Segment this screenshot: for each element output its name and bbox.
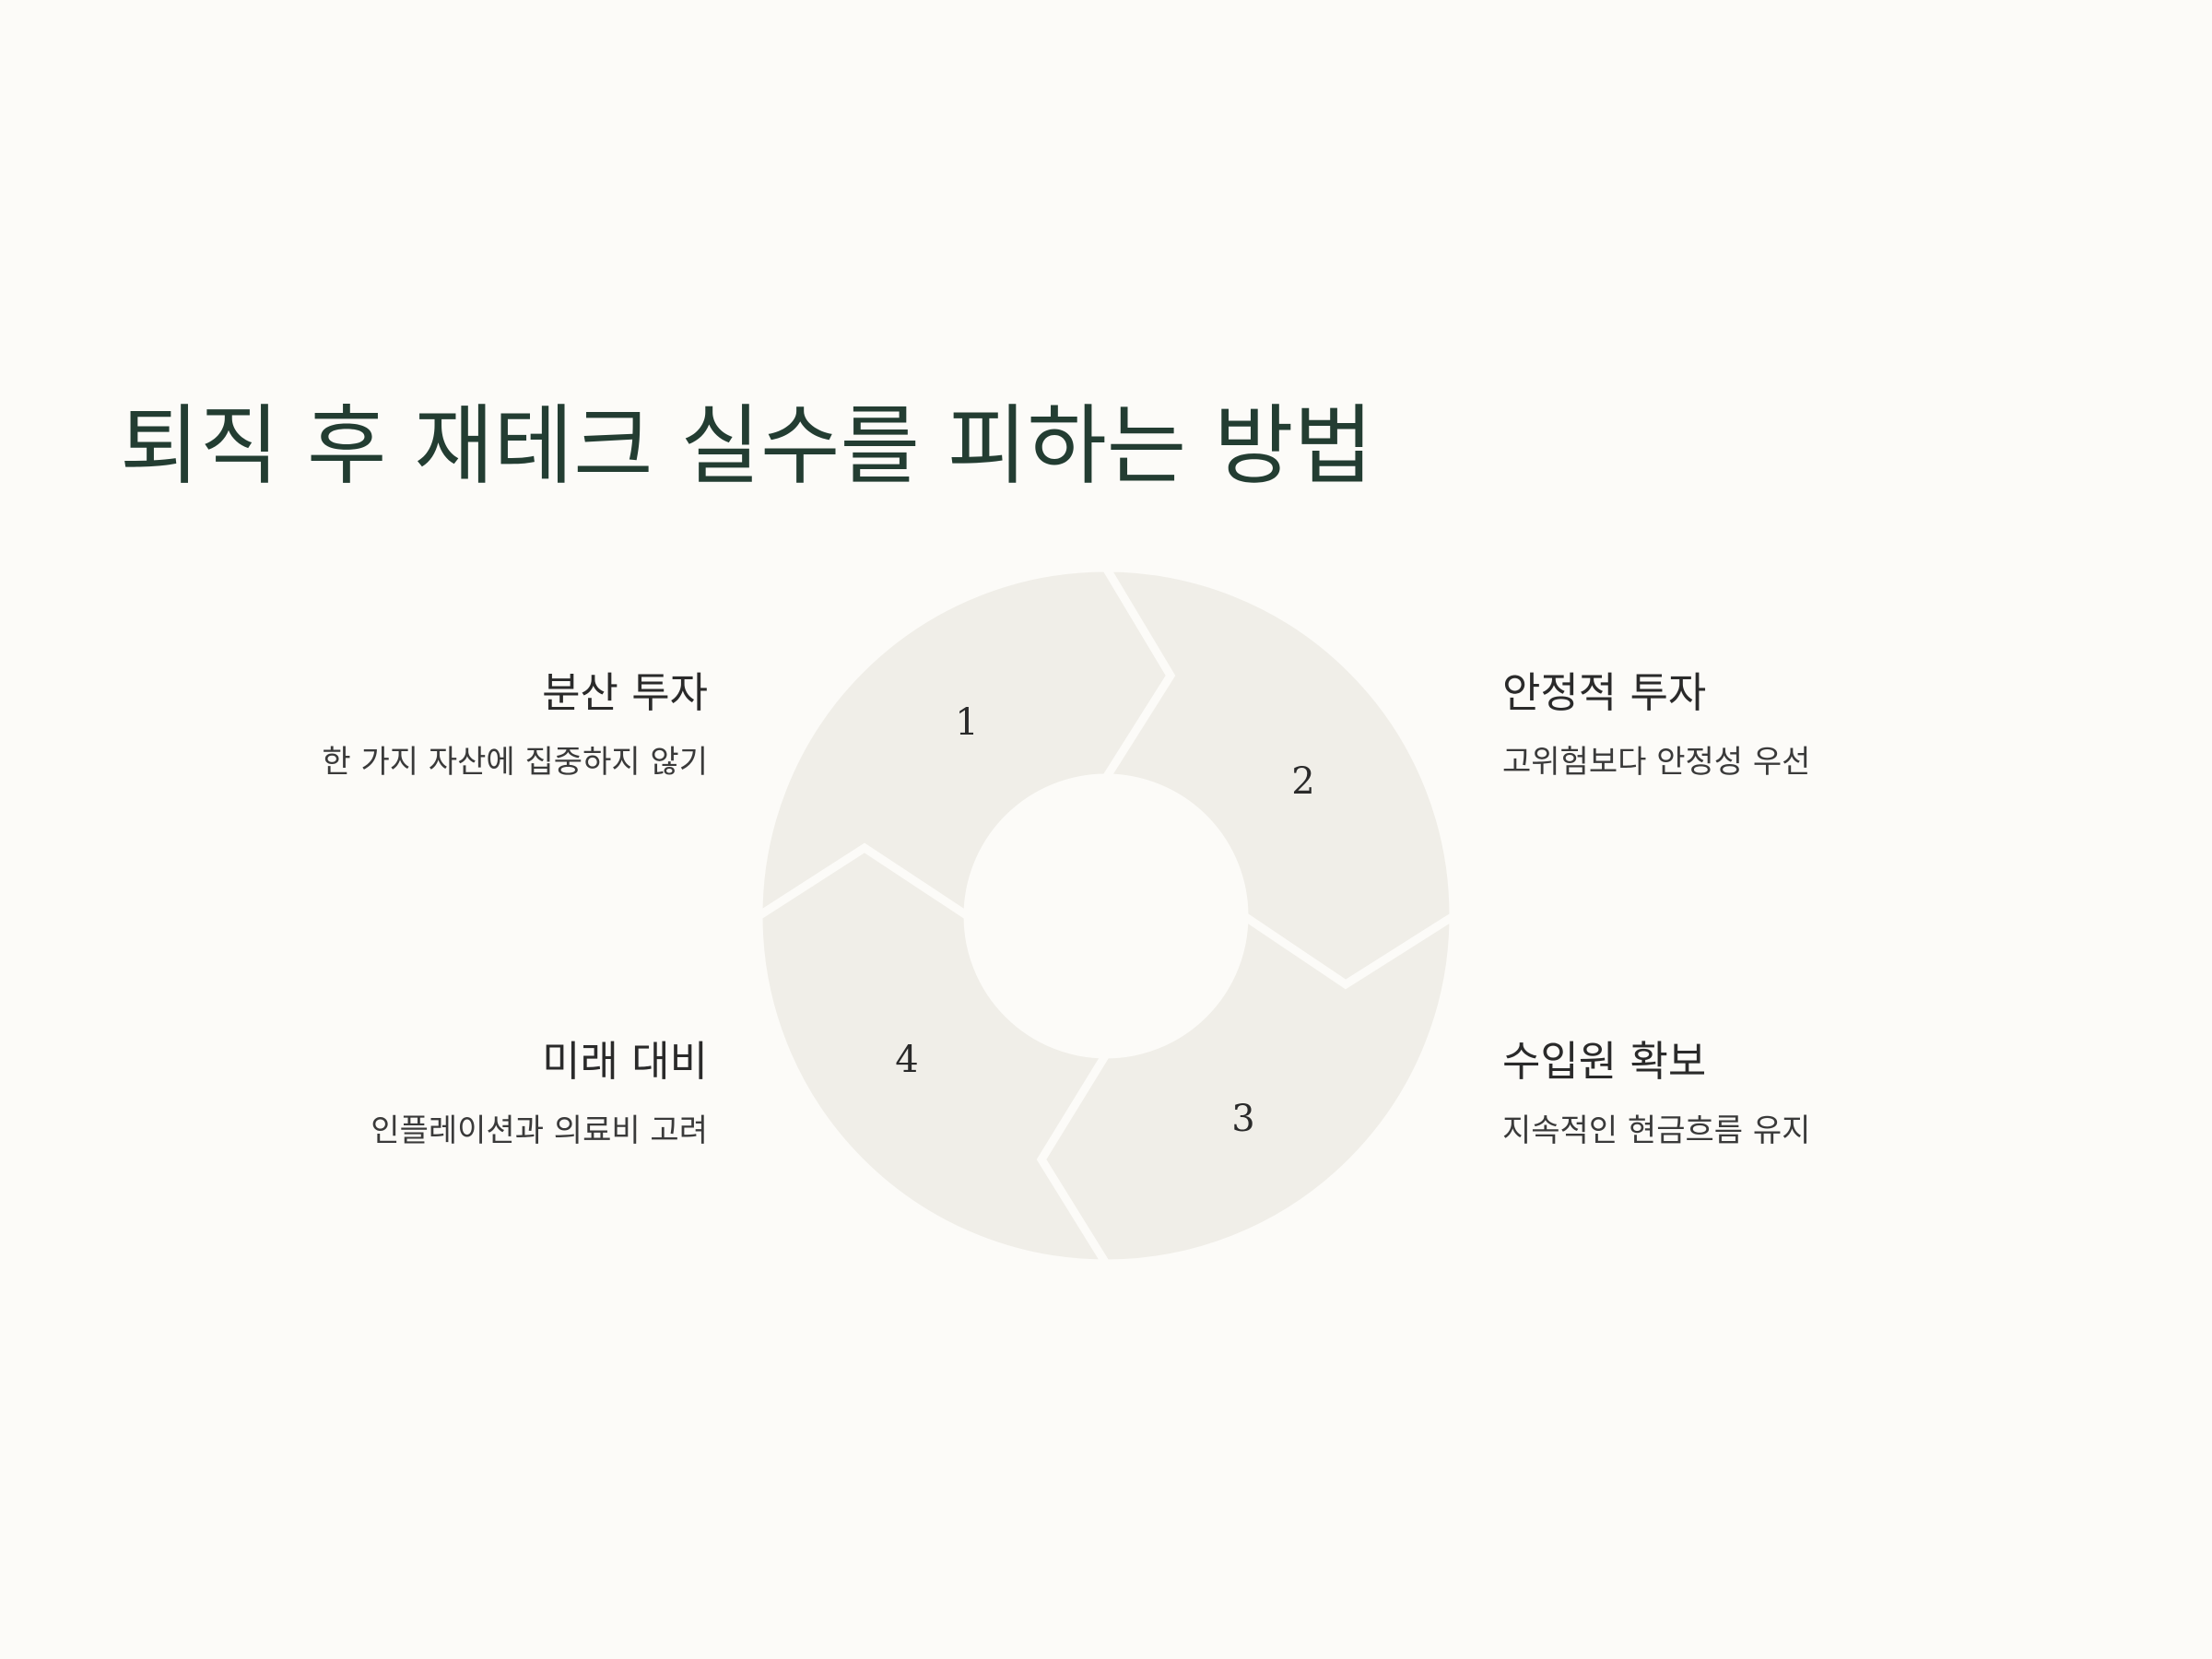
step-3-number: 3 — [1231, 1098, 1254, 1140]
step-4-description: 인플레이션과 의료비 고려 — [371, 1112, 708, 1149]
step-2-description: 고위험보다 안정성 우선 — [1502, 744, 1811, 781]
step-2-number: 2 — [1291, 760, 1314, 803]
cycle-segment-2 — [1098, 563, 1458, 990]
page-title: 퇴직 후 재테크 실수를 피하는 방법 — [120, 396, 1374, 497]
cycle-segments — [754, 563, 1458, 1268]
step-3-description: 지속적인 현금흐름 유지 — [1502, 1112, 1811, 1149]
step-4-label: 미래 대비 인플레이션과 의료비 고려 — [118, 1034, 708, 1152]
step-4-title: 미래 대비 — [542, 1037, 708, 1086]
cycle-segment-4 — [754, 842, 1114, 1268]
step-3-label: 수입원 확보 지속적인 현금흐름 유지 — [1502, 1034, 2092, 1152]
step-2-label: 안정적 투자 고위험보다 안정성 우선 — [1502, 665, 2092, 783]
step-1-label: 분산 투자 한 가지 자산에 집중하지 않기 — [118, 665, 708, 783]
step-1-number: 1 — [955, 701, 978, 744]
cycle-segment-3 — [1036, 908, 1458, 1268]
step-1-title: 분산 투자 — [542, 668, 708, 717]
step-1-description: 한 가지 자산에 집중하지 않기 — [322, 744, 708, 781]
step-2-title: 안정적 투자 — [1502, 668, 1707, 717]
step-3-title: 수입원 확보 — [1502, 1037, 1707, 1086]
cycle-segment-1 — [754, 563, 1176, 924]
step-4-number: 4 — [895, 1039, 918, 1081]
